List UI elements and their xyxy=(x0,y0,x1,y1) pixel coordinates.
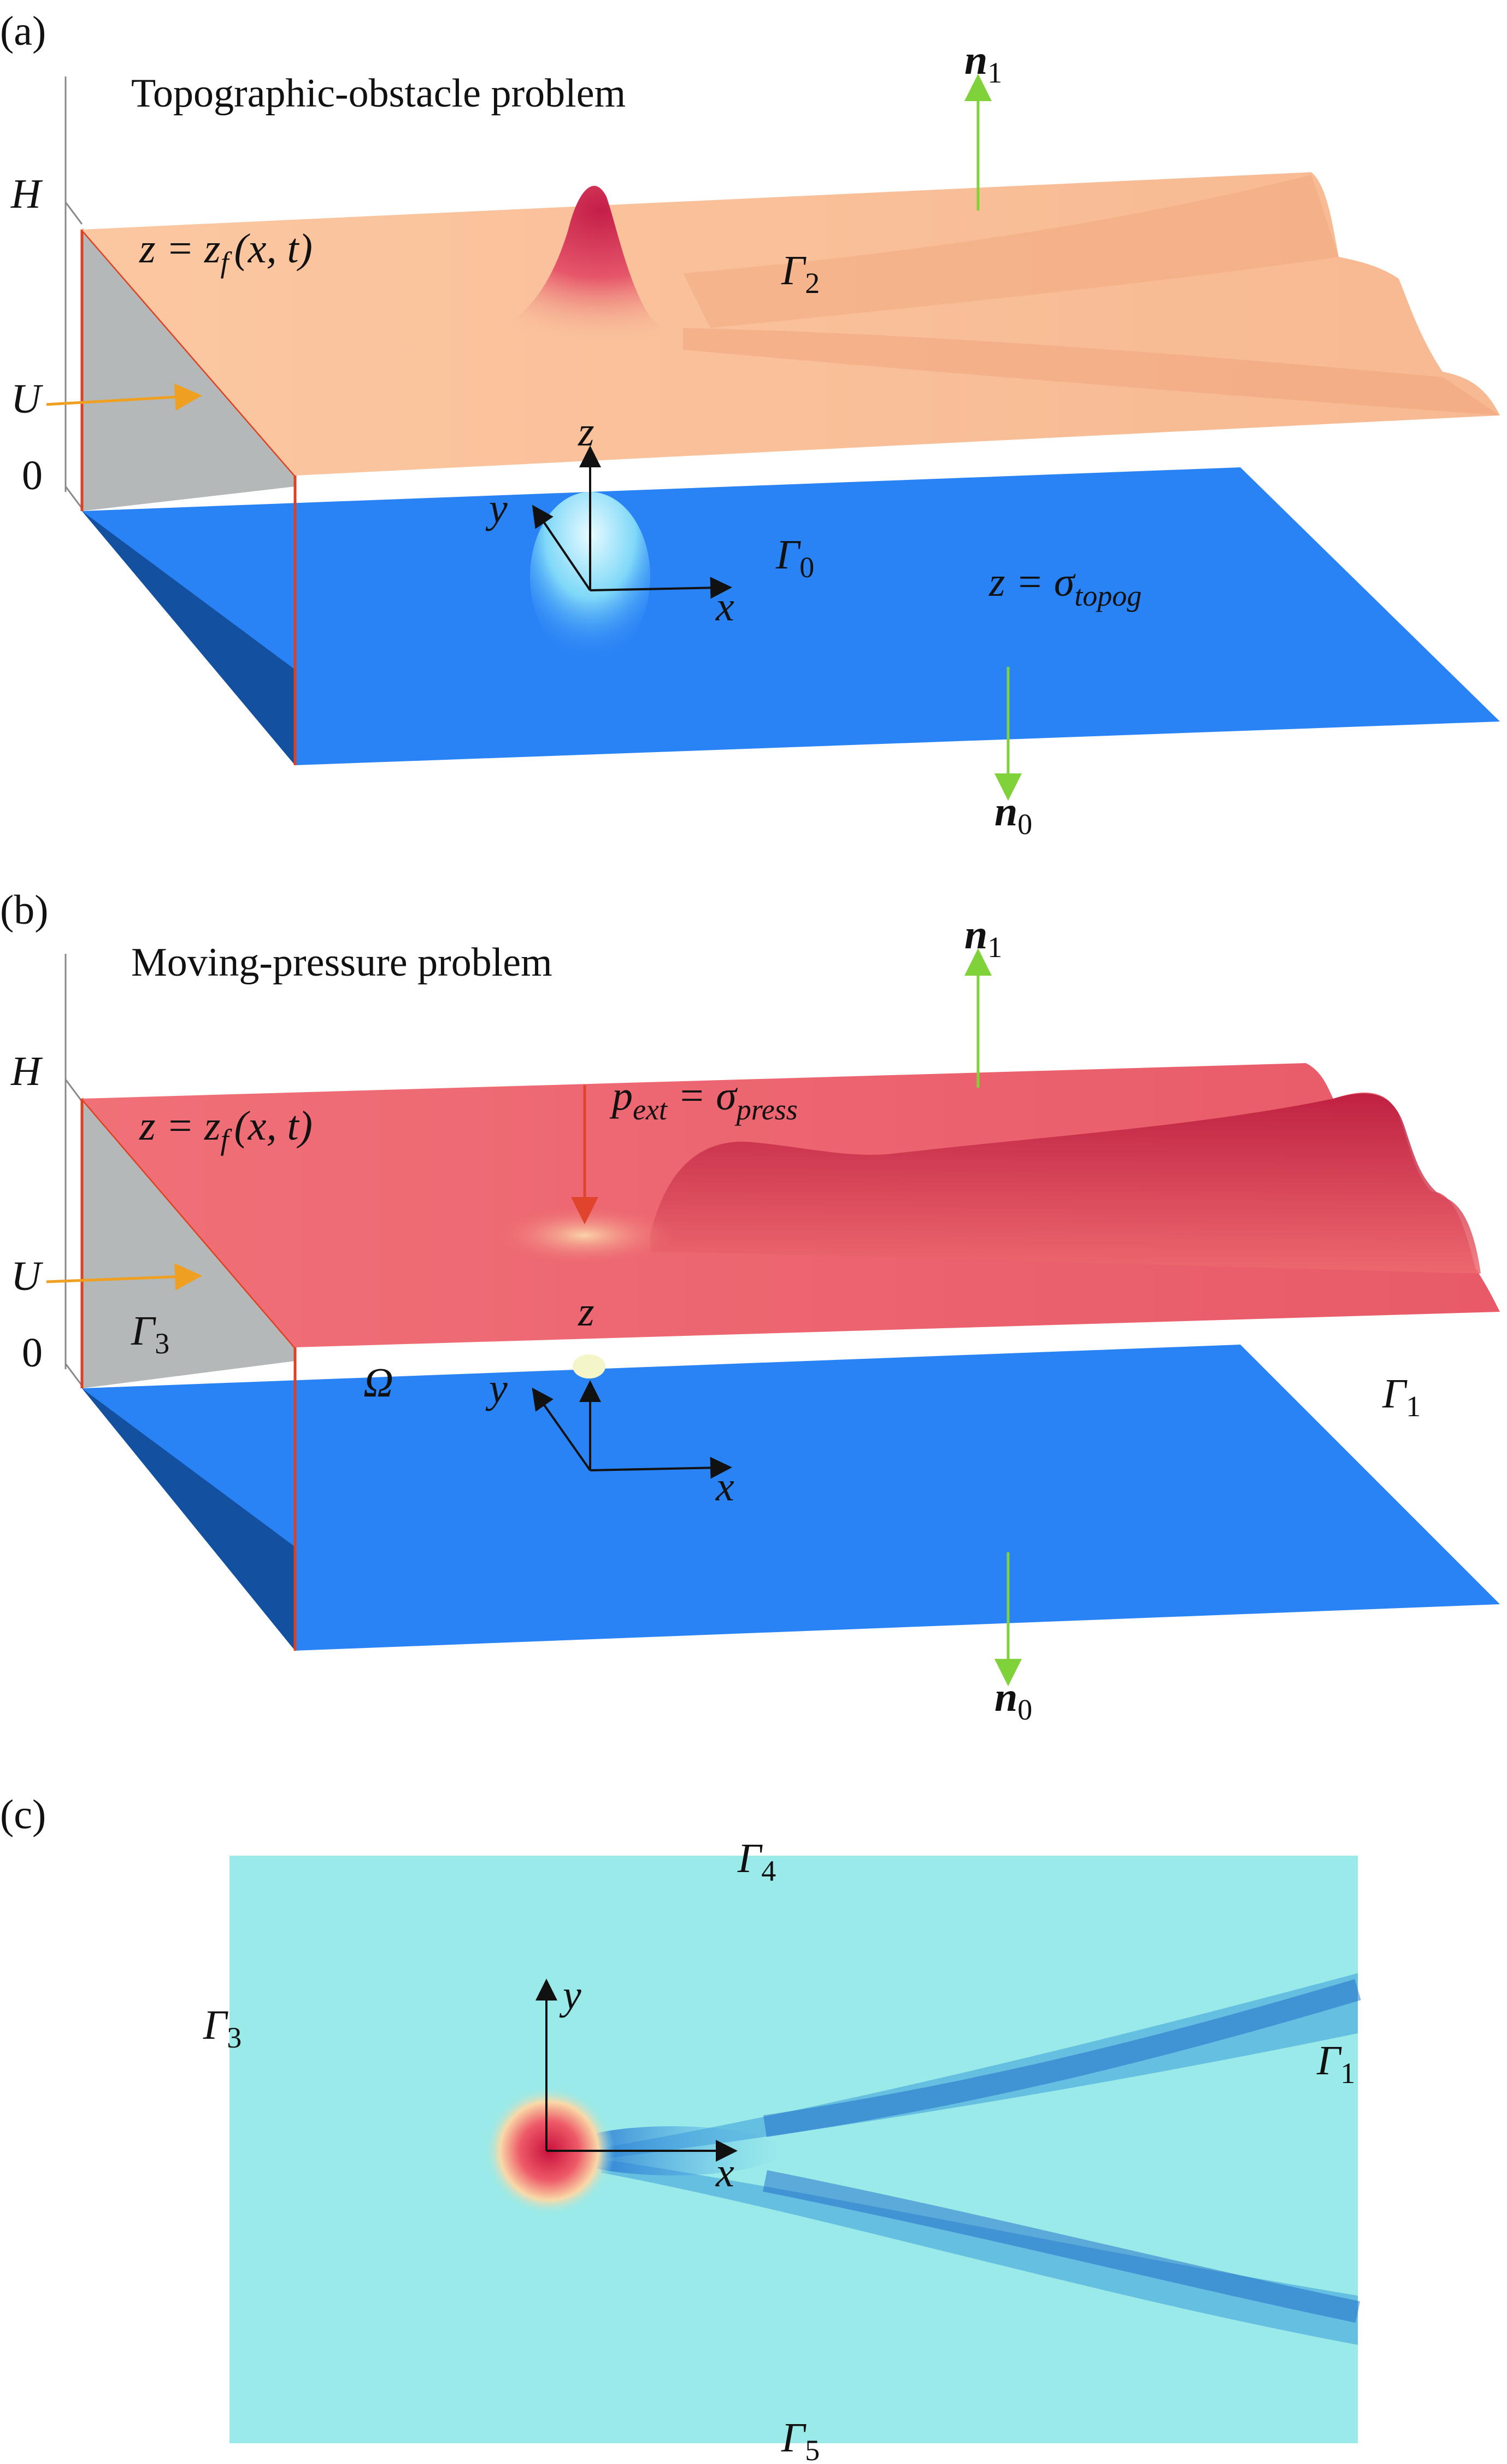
panel-a-local-x-label: x xyxy=(715,584,734,630)
panel-b-n0-label: n0 xyxy=(994,1674,1032,1726)
panel-a-inflow-arrow xyxy=(46,383,202,411)
panel-b-pressure-dip xyxy=(492,1205,678,1265)
panel-c-wake-arm-lower xyxy=(601,2159,1358,2345)
panel-b-side-wall xyxy=(82,1099,295,1388)
panel-b-tick-H xyxy=(64,1079,83,1102)
panel-b-local-z-label: z xyxy=(578,1289,594,1335)
panel-c-gamma3: Γ3 xyxy=(203,2002,242,2054)
panel-b-pressure-equation: pext = σpress xyxy=(609,1073,798,1126)
panel-a-bottom-front xyxy=(82,511,295,765)
panel-b-tag: (b) xyxy=(0,887,49,933)
panel-a-tick-zero xyxy=(64,486,83,509)
panel-b-local-x-label: x xyxy=(715,1464,734,1510)
panel-a-local-z-label: z xyxy=(578,409,594,455)
panel-a-bottom-equation: z = σtopog xyxy=(988,559,1141,612)
panel-a-side-wall xyxy=(82,230,295,511)
panel-c-wake-inner-lower xyxy=(763,2170,1361,2323)
panel-a-axis-H: H xyxy=(10,171,43,217)
panel-b-axis-H: H xyxy=(10,1048,43,1094)
panel-a-axis-zero: 0 xyxy=(22,453,43,498)
panel-c: (c) x y Γ4 Γ3 Γ1 Γ5 xyxy=(0,1792,1361,2464)
panel-a-local-y-label: y xyxy=(485,485,508,531)
panel-b-tick-zero xyxy=(64,1363,83,1386)
panel-a-tick-H xyxy=(64,202,83,225)
panel-a-gamma2: Γ2 xyxy=(781,248,820,300)
panel-a-title: Topographic-obstacle problem xyxy=(131,71,626,116)
panel-a-local-y-axis xyxy=(532,504,591,591)
panel-b-n1-label: n1 xyxy=(964,912,1002,964)
panel-b-bottom-front xyxy=(82,1388,295,1651)
panel-c-gamma1: Γ1 xyxy=(1316,2038,1355,2090)
panel-a-n1-label: n1 xyxy=(964,37,1002,89)
panel-c-y-label: y xyxy=(559,1972,581,2018)
panel-c-tag: (c) xyxy=(0,1792,46,1838)
panel-a-n0-label: n0 xyxy=(994,789,1032,841)
panel-a-axis-U: U xyxy=(11,376,43,422)
panel-c-wake-inner-upper xyxy=(763,1979,1361,2137)
panel-c-x-label: x xyxy=(715,2150,734,2196)
panel-b-gamma1: Γ1 xyxy=(1382,1371,1421,1423)
panel-b-local-y-axis xyxy=(532,1387,591,1471)
panel-a-tag: (a) xyxy=(0,8,46,54)
panel-b-local-y-label: y xyxy=(485,1365,508,1411)
panel-c-gamma4: Γ4 xyxy=(737,1835,776,1887)
panel-b-bottom-plate xyxy=(82,1345,1500,1651)
panel-b-title: Moving-pressure problem xyxy=(131,940,552,985)
panel-b-gamma3: Γ3 xyxy=(131,1308,169,1360)
panel-c-gamma5: Γ5 xyxy=(781,2415,820,2464)
panel-a-wake-ridge-upper xyxy=(683,175,1339,328)
panel-a-bottom-plate xyxy=(82,467,1500,765)
panel-a-local-x-axis xyxy=(590,577,732,599)
panel-b-inflow-arrow xyxy=(46,1263,202,1290)
panel-b-wake-ridge xyxy=(650,1093,1481,1274)
panel-b-omega: Ω xyxy=(363,1360,393,1406)
panel-b: (b) Moving-pressure problem H U 0 z x y … xyxy=(0,887,1500,1726)
panel-b-axis-U: U xyxy=(11,1253,43,1299)
panel-a: (a) Topographic-obstacle problem H U 0 z… xyxy=(0,8,1500,841)
panel-a-obstacle-hump xyxy=(492,186,710,347)
panel-b-local-x-axis xyxy=(590,1457,732,1479)
panel-c-map-background xyxy=(229,1856,1358,2443)
panel-a-wake-ridge-lower xyxy=(683,328,1500,415)
panel-b-surface-equation: z = zf(x, t) xyxy=(139,1103,313,1156)
panel-b-axis-zero: 0 xyxy=(22,1330,43,1376)
panel-b-bump-glimpse xyxy=(573,1354,605,1378)
panel-a-gamma0: Γ0 xyxy=(775,532,814,584)
